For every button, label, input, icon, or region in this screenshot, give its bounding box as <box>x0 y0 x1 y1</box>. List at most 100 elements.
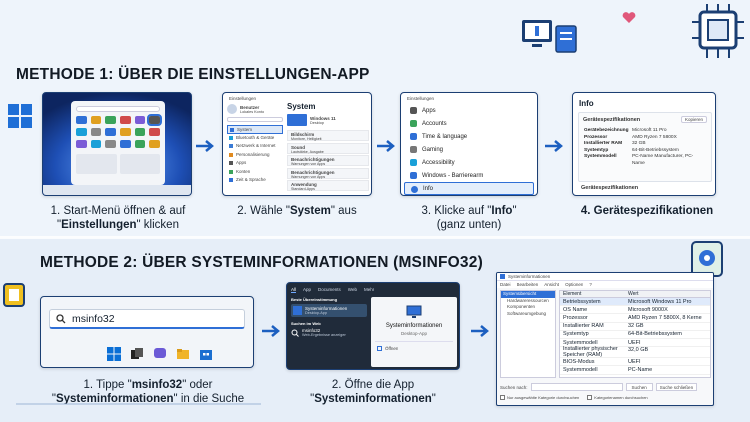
search-icon <box>56 314 66 324</box>
menu-options[interactable]: Optionen <box>565 282 584 287</box>
specs-section-title: Gerätespezifikationen <box>583 116 641 123</box>
menu-help[interactable]: ? <box>589 282 592 287</box>
msinfo-checkboxes: Nur ausgewählte Kategorie durchsuchen Ka… <box>500 395 648 400</box>
list-item-windows[interactable]: Windows - Barrierearm <box>404 169 534 182</box>
menu-view[interactable]: Ansicht <box>544 282 560 287</box>
user-name: Benutzer <box>240 104 260 110</box>
step1-caption-line2: "Einstellungen" klicken <box>57 219 179 231</box>
settings-info-list-screenshot: Einstellungen Apps Accounts Time & langu… <box>400 92 538 196</box>
arrow-right-icon <box>196 140 214 152</box>
tree-item-software[interactable]: Softwareumgebung <box>507 310 547 316</box>
tab-all[interactable]: All <box>291 287 297 293</box>
list-item-info[interactable]: Info <box>404 182 534 195</box>
nav-item-apps[interactable]: Apps <box>227 159 283 168</box>
details-header: Element Wert <box>560 291 710 298</box>
chip-left-icon <box>3 283 25 307</box>
web-label: Suchen im Web <box>291 321 321 326</box>
specs-section2-title: Gerätespezifikationen <box>581 185 639 191</box>
list-item-apps[interactable]: Apps <box>404 104 534 117</box>
tree-item-hardware[interactable]: Hardwareressourcen <box>507 297 549 303</box>
search-button[interactable]: Suchen <box>625 383 653 391</box>
checkbox-selected-category[interactable]: Nur ausgewählte Kategorie durchsuchen <box>500 395 579 400</box>
store-icon[interactable] <box>199 347 213 361</box>
settings-nav: System Bluetooth & Geräte Netzwerk & Int… <box>227 125 283 185</box>
search-icon <box>291 329 299 337</box>
preview-sub: Desktop-App <box>400 331 427 336</box>
settings-tile-icon[interactable] <box>147 114 162 126</box>
msinfo-search-input[interactable] <box>530 383 623 391</box>
list-item-accounts[interactable]: Accounts <box>404 117 534 130</box>
m2-step2-caption-line1: 2. Öffne die App <box>331 379 415 391</box>
list-item-time[interactable]: Time & language <box>404 130 534 143</box>
search-input[interactable]: msinfo32 <box>49 309 245 329</box>
msinfo-window-screenshot: Systeminformationen Datei Bearbeiten Ans… <box>496 272 714 406</box>
checkbox-category-names[interactable]: Kategorienamen durchsuchen <box>587 395 648 400</box>
menu-file[interactable]: Datei <box>500 282 511 287</box>
nav-item-system[interactable]: System <box>227 125 283 134</box>
open-action[interactable]: Öffnen <box>377 346 398 351</box>
close-search-button[interactable]: Suche schließen <box>655 383 698 391</box>
method2-heading: METHODE 2: ÜBER SYSTEMINFORMATIONEN (MSI… <box>40 254 483 271</box>
msinfo-title: Systeminformationen <box>508 274 551 279</box>
list-item-gaming[interactable]: Gaming <box>404 143 534 156</box>
nav-item-accounts[interactable]: Konten <box>227 168 283 177</box>
windows-start-icon[interactable] <box>107 347 121 361</box>
tab-more[interactable]: Mehr <box>363 287 375 292</box>
task-view-icon[interactable] <box>130 347 144 361</box>
m2-step2-caption: 2. Öffne die App "Systeminformationen" <box>286 378 460 406</box>
start-menu-panel <box>71 101 165 185</box>
nav-item-bluetooth[interactable]: Bluetooth & Geräte <box>227 134 283 143</box>
tree-item-summary[interactable]: Systemübersicht <box>501 291 555 298</box>
preview-title: Systeminformationen <box>385 323 443 329</box>
step3-caption: 3. Klicke auf "Info" (ganz unten) <box>392 204 546 232</box>
search-input-value: msinfo32 <box>72 313 115 325</box>
menu-edit[interactable]: Bearbeiten <box>516 282 539 287</box>
tab-web[interactable]: Web <box>347 287 357 292</box>
sysinfo-app-icon <box>500 274 505 279</box>
chat-icon[interactable] <box>153 347 167 361</box>
best-match-label: Beste Übereinstimmung <box>291 297 338 302</box>
flow-line <box>16 403 261 405</box>
tree-item-components[interactable]: Komponenten <box>507 304 536 309</box>
device-specs-screenshot: Info Gerätespezifikationen Kopieren Gerä… <box>572 92 716 196</box>
device-sub: Desktop <box>310 120 324 125</box>
copy-button[interactable]: Kopieren <box>680 116 707 123</box>
sysinfo-app-icon <box>293 306 302 315</box>
step1-caption-line1: 1. Start-Menü öffnen & auf <box>50 205 186 217</box>
col-value-header[interactable]: Wert <box>628 291 639 297</box>
method1-heading: METHODE 1: ÜBER DIE EINSTELLUNGEN-APP <box>16 66 370 83</box>
search-tabs: All App Documents Web Mehr <box>291 287 374 293</box>
taskbar-search-screenshot: msinfo32 <box>40 296 254 368</box>
tab-documents[interactable]: Documents <box>318 287 341 292</box>
hardware-badge-icon <box>691 241 723 277</box>
m2-step1-caption: 1. Tippe "msinfo32" oder "Systeminformat… <box>48 378 248 406</box>
nav-item-time[interactable]: Zeit & Sprache <box>227 176 283 185</box>
folder-icon[interactable] <box>176 347 190 361</box>
start-menu-screenshot <box>42 92 192 196</box>
nav-item-personalization[interactable]: Personalisierung <box>227 151 283 160</box>
nav-item-network[interactable]: Netzwerk & Internet <box>227 142 283 151</box>
msinfo-menubar: Datei Bearbeiten Ansicht Optionen ? <box>497 281 713 288</box>
tab-apps[interactable]: App <box>303 287 312 292</box>
list-item-accessibility[interactable]: Accessibility <box>404 156 534 169</box>
m2-step2-caption-line2: "Systeminformationen" <box>310 393 436 405</box>
section-divider <box>0 236 750 239</box>
col-item-header[interactable]: Element <box>563 291 582 297</box>
settings-search-input[interactable] <box>227 117 283 122</box>
